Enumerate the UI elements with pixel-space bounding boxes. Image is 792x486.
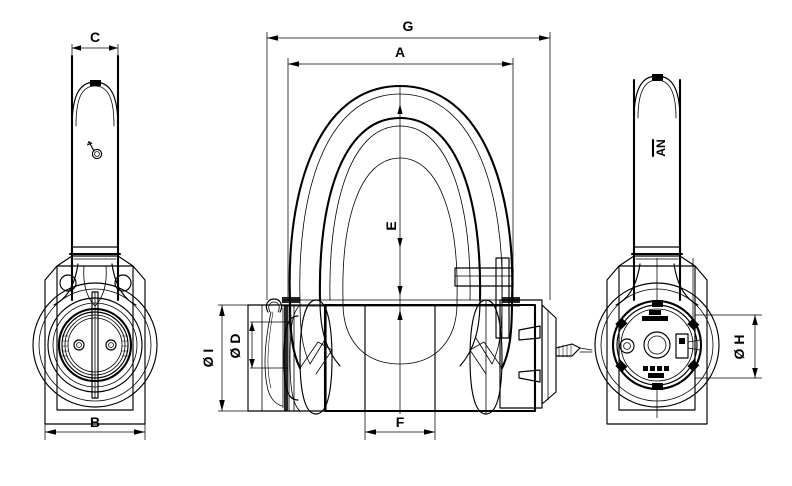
safety-eyelet: [265, 298, 283, 313]
dimension-label-B: B: [90, 414, 100, 430]
center-bore: [643, 331, 671, 359]
side-port: [619, 338, 635, 354]
engraving-mark-left: [87, 141, 103, 160]
connector-port-right: [105, 339, 117, 351]
dimension-diameter-H: Ø H: [731, 315, 758, 378]
pin-assembly: [247, 257, 593, 415]
front-view: G A: [200, 18, 593, 440]
svg-text:AN: AN: [654, 139, 668, 156]
dimension-label-diameter-D: Ø D: [227, 334, 243, 359]
dimension-label-E: E: [383, 221, 399, 230]
dimension-label-A: A: [395, 44, 405, 60]
dimension-A: A: [288, 44, 513, 67]
flange-bolt-hole-left: [59, 274, 77, 292]
dimension-F: F: [365, 414, 435, 435]
left-side-view: C: [32, 29, 158, 440]
pin-head: [541, 304, 557, 405]
dimension-label-F: F: [396, 414, 405, 430]
threaded-tip: [555, 343, 593, 358]
bracket-post: [495, 257, 510, 339]
dimension-B: B: [45, 414, 145, 435]
dimension-label-G: G: [403, 18, 414, 34]
face-marking-text: [643, 366, 669, 378]
dimension-diameter-I: Ø I: [200, 305, 225, 411]
engraving-mark-right: AN: [651, 138, 668, 158]
right-loadcell-face: [594, 282, 720, 408]
dimension-G: G: [267, 18, 550, 41]
mounting-bracket: [454, 267, 514, 287]
dimension-C: C: [72, 29, 118, 51]
dimension-diameter-D: Ø D: [227, 322, 255, 368]
connector-block: [675, 333, 689, 359]
pin-left-cap: [283, 315, 299, 401]
dimension-label-diameter-H: Ø H: [731, 335, 747, 360]
dimension-label-diameter-I: Ø I: [200, 349, 216, 368]
pin-cap-mark-right: [652, 74, 663, 81]
head-slot-upper: [518, 325, 541, 341]
dimension-E: E: [383, 86, 403, 414]
right-flange-outer: [606, 265, 708, 425]
right-side-view: AN: [594, 74, 762, 425]
pin-barrel: [323, 303, 537, 413]
pin-cap-mark: [90, 80, 101, 86]
connector-port-left: [73, 339, 85, 351]
head-slot-lower: [518, 369, 541, 383]
flange-bolt-hole-right: [114, 274, 132, 292]
dimension-label-C: C: [90, 29, 100, 45]
